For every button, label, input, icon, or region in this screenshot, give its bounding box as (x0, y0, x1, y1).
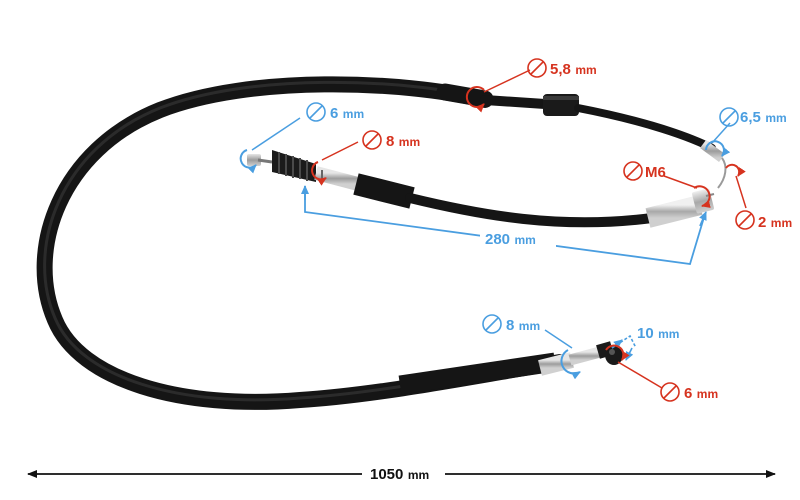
label-2: 2 mm (758, 214, 792, 231)
label-6-bottom: 6 mm (684, 385, 718, 402)
label-5-8: 5,8 mm (550, 61, 597, 78)
bottom-end-fitting (538, 341, 623, 376)
label-6-5: 6,5 mm (740, 109, 787, 126)
upper-right-cable (480, 94, 727, 189)
dim-6-5: 6,5 mm (705, 107, 787, 157)
dim-m6: M6 (623, 161, 711, 208)
label-8-blue: 8 mm (506, 317, 540, 334)
dim-2: 2 mm (725, 163, 792, 231)
dim-5-8: 5,8 mm (465, 58, 597, 113)
barrel-end (605, 345, 623, 365)
label-1050: 1050 mm (370, 466, 429, 483)
label-6-top: 6 mm (330, 105, 364, 122)
dim-8-red: 8 mm (311, 130, 420, 186)
label-10: 10 mm (637, 325, 679, 342)
dim-8-blue: 8 mm (482, 314, 581, 380)
m6-bolt (645, 195, 703, 228)
main-cable (36, 76, 568, 410)
dim-1050: 1050 mm (27, 466, 776, 483)
rubber-boot (272, 150, 316, 182)
dim-280: 280 mm (301, 185, 707, 265)
dim-6-top: 6 mm (239, 102, 364, 174)
short-cable (247, 150, 715, 228)
dim-6-bottom: 6 mm (605, 344, 718, 402)
dim-10: 10 mm (611, 325, 679, 361)
label-8-red: 8 mm (386, 133, 420, 150)
label-280: 280 mm (485, 231, 536, 248)
label-m6: M6 (645, 164, 666, 181)
